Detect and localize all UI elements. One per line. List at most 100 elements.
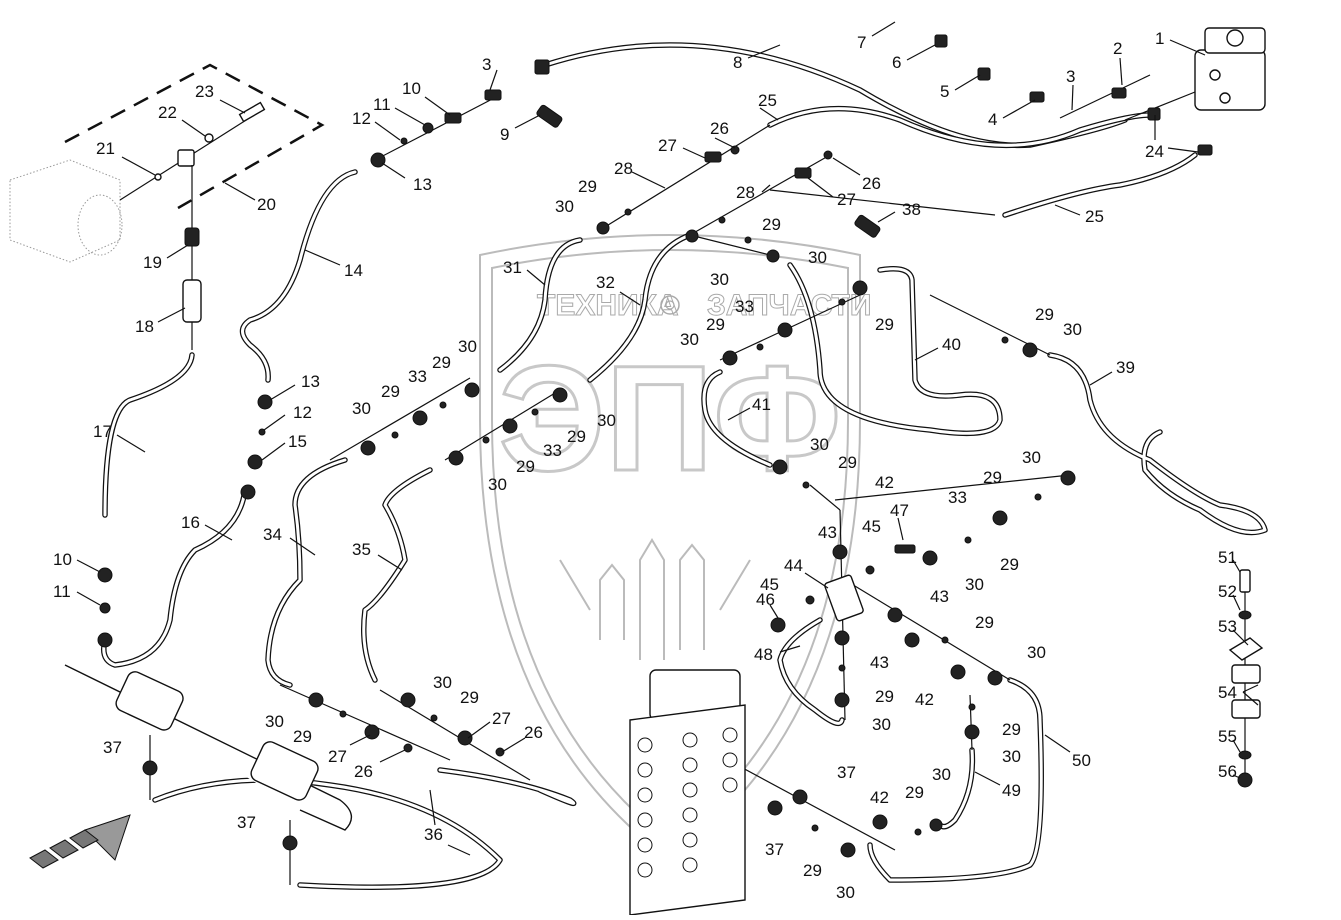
svg-text:40: 40 bbox=[942, 335, 961, 354]
svg-text:32: 32 bbox=[596, 273, 615, 292]
svg-text:54: 54 bbox=[1218, 683, 1237, 702]
watermark-shield-inner bbox=[491, 249, 849, 844]
svg-text:1: 1 bbox=[1155, 29, 1164, 48]
callout-14: 14 bbox=[304, 249, 363, 280]
svg-text:13: 13 bbox=[413, 175, 432, 194]
callout-30: 30 bbox=[836, 883, 855, 902]
callout-45: 45 bbox=[862, 517, 881, 536]
callout-18: 18 bbox=[135, 307, 186, 336]
gear-icon bbox=[660, 295, 680, 315]
callout-22: 22 bbox=[158, 103, 206, 137]
callout-30: 30 bbox=[433, 673, 452, 692]
svg-text:25: 25 bbox=[1085, 207, 1104, 226]
callout-43: 43 bbox=[818, 523, 837, 542]
fitting-19 bbox=[184, 227, 200, 247]
washer-55 bbox=[1238, 750, 1252, 760]
callout-33: 33 bbox=[543, 441, 562, 460]
callout-26: 26 bbox=[832, 157, 881, 193]
callout-42: 42 bbox=[875, 473, 894, 492]
callout-51: 51 bbox=[1218, 548, 1241, 573]
callout-43: 43 bbox=[930, 587, 949, 606]
svg-text:27: 27 bbox=[328, 747, 347, 766]
cylinder bbox=[64, 664, 353, 831]
callout-2: 2 bbox=[1113, 39, 1123, 86]
callout-29: 29 bbox=[578, 177, 597, 196]
callout-41: 41 bbox=[727, 395, 771, 421]
svg-text:27: 27 bbox=[492, 709, 511, 728]
svg-text:3: 3 bbox=[482, 55, 491, 74]
callout-30: 30 bbox=[265, 712, 284, 731]
svg-text:7: 7 bbox=[857, 33, 866, 52]
pipe-50 bbox=[867, 677, 1044, 883]
svg-text:14: 14 bbox=[344, 261, 363, 280]
callout-27: 27 bbox=[807, 177, 856, 209]
callout-10: 10 bbox=[53, 550, 101, 573]
callout-52: 52 bbox=[1218, 582, 1241, 611]
callout-13: 13 bbox=[269, 372, 320, 401]
filter-18 bbox=[182, 279, 202, 323]
bolt-23 bbox=[238, 101, 266, 123]
callout-5: 5 bbox=[940, 74, 981, 101]
callout-30: 30 bbox=[555, 197, 574, 216]
elbow-fitting bbox=[177, 149, 195, 167]
pump-flange bbox=[77, 194, 123, 256]
svg-text:48: 48 bbox=[754, 645, 773, 664]
clamp-54-top bbox=[1231, 664, 1261, 684]
callout-47: 47 bbox=[890, 501, 909, 541]
callout-29: 29 bbox=[432, 353, 451, 372]
callout-30: 30 bbox=[710, 270, 729, 289]
svg-text:3: 3 bbox=[1066, 67, 1075, 86]
svg-text:26: 26 bbox=[354, 762, 373, 781]
callout-19: 19 bbox=[143, 244, 189, 272]
svg-text:28: 28 bbox=[736, 183, 755, 202]
callout-35: 35 bbox=[352, 540, 403, 571]
pump-body bbox=[9, 159, 121, 263]
callout-17: 17 bbox=[93, 422, 146, 453]
callouts: 1 2 3 3 4 5 6 7 8 9 10 10 11 11 12 12 13… bbox=[53, 21, 1259, 856]
svg-text:19: 19 bbox=[143, 253, 162, 272]
callout-30: 30 bbox=[808, 248, 827, 267]
svg-text:11: 11 bbox=[53, 582, 71, 601]
svg-text:41: 41 bbox=[752, 395, 771, 414]
svg-text:39: 39 bbox=[1116, 358, 1135, 377]
clamp-stack bbox=[1228, 569, 1264, 788]
clamp-54-bottom bbox=[1231, 699, 1261, 719]
svg-text:25: 25 bbox=[758, 91, 777, 110]
callout-29: 29 bbox=[1002, 720, 1021, 739]
callout-44: 44 bbox=[784, 556, 829, 589]
svg-text:8: 8 bbox=[733, 53, 742, 72]
callout-33: 33 bbox=[948, 488, 967, 507]
callout-29: 29 bbox=[838, 453, 857, 472]
callout-27: 27 bbox=[328, 734, 371, 766]
svg-text:12: 12 bbox=[293, 403, 312, 422]
callout-43: 43 bbox=[870, 653, 889, 672]
svg-text:12: 12 bbox=[352, 109, 371, 128]
callout-27: 27 bbox=[658, 136, 706, 159]
callout-29: 29 bbox=[1000, 555, 1019, 574]
svg-text:24: 24 bbox=[1145, 142, 1164, 161]
control-valve-bank bbox=[629, 669, 746, 916]
callout-37: 37 bbox=[103, 738, 122, 757]
o-ring-21 bbox=[154, 173, 162, 181]
svg-text:36: 36 bbox=[424, 825, 443, 844]
svg-text:27: 27 bbox=[837, 190, 856, 209]
svg-text:6: 6 bbox=[892, 53, 901, 72]
callout-29: 29 bbox=[803, 861, 822, 880]
callout-53: 53 bbox=[1218, 617, 1249, 646]
callout-38: 38 bbox=[877, 200, 921, 223]
callout-26: 26 bbox=[354, 749, 406, 781]
callout-29: 29 bbox=[460, 688, 479, 707]
svg-text:56: 56 bbox=[1218, 762, 1237, 781]
callout-15: 15 bbox=[261, 432, 307, 461]
svg-text:10: 10 bbox=[53, 550, 72, 569]
svg-text:18: 18 bbox=[135, 317, 154, 336]
nut-56 bbox=[1237, 772, 1253, 788]
kit-boundary-20 bbox=[64, 63, 325, 210]
watermark: ТЕХНИКА ЗАПЧАСТИ ЭПФ bbox=[479, 234, 872, 862]
callout-56: 56 bbox=[1218, 762, 1241, 781]
svg-text:26: 26 bbox=[524, 723, 543, 742]
svg-text:47: 47 bbox=[890, 501, 909, 520]
svg-text:49: 49 bbox=[1002, 781, 1021, 800]
